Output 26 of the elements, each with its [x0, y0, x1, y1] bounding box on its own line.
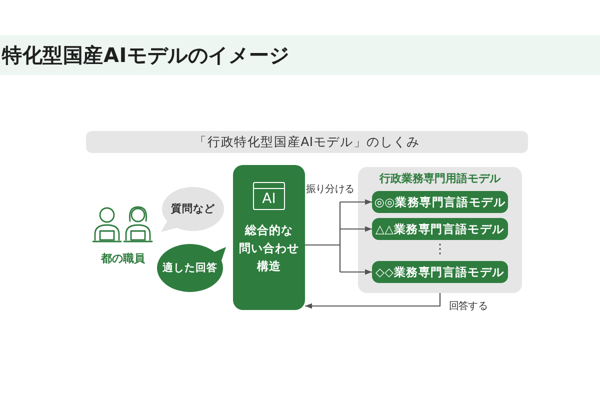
connector-arrow [340, 269, 372, 275]
connector-arrow [340, 226, 372, 232]
band-title: 「行政特化型国産AIモデル」のしくみ [194, 134, 420, 150]
edge-label: 回答する [449, 300, 488, 313]
panel-heading: 行政業務専門用語モデル [378, 171, 502, 186]
window-frame [253, 182, 285, 210]
vertical-ellipsis: ⋮ [434, 241, 446, 259]
heading-band [86, 131, 528, 153]
model-box [372, 218, 508, 240]
ai-label: AI [262, 192, 276, 206]
model-box [372, 191, 508, 213]
process-box [233, 165, 305, 310]
group-panel [358, 167, 522, 293]
connector-arrow [305, 293, 441, 309]
connector-arrow [340, 199, 372, 205]
edge-label: 振り分ける [306, 183, 354, 196]
bubble-text: 質問など [171, 202, 215, 216]
model-label: ◎◎業務専門言語モデル [374, 194, 506, 210]
connector-line [304, 201, 341, 273]
page-title: 特化型国産AIモデルのイメージ [2, 42, 290, 68]
model-label: △△業務専門言語モデル [376, 222, 504, 236]
box-text: 総合的な問い合わせ構造 [238, 222, 300, 275]
people-caption: 都の職員 [101, 251, 145, 266]
model-label: ◇◇業務専門言語モデル [376, 264, 504, 280]
model-box [372, 261, 508, 283]
bubble-text: 適した回答 [162, 261, 218, 275]
